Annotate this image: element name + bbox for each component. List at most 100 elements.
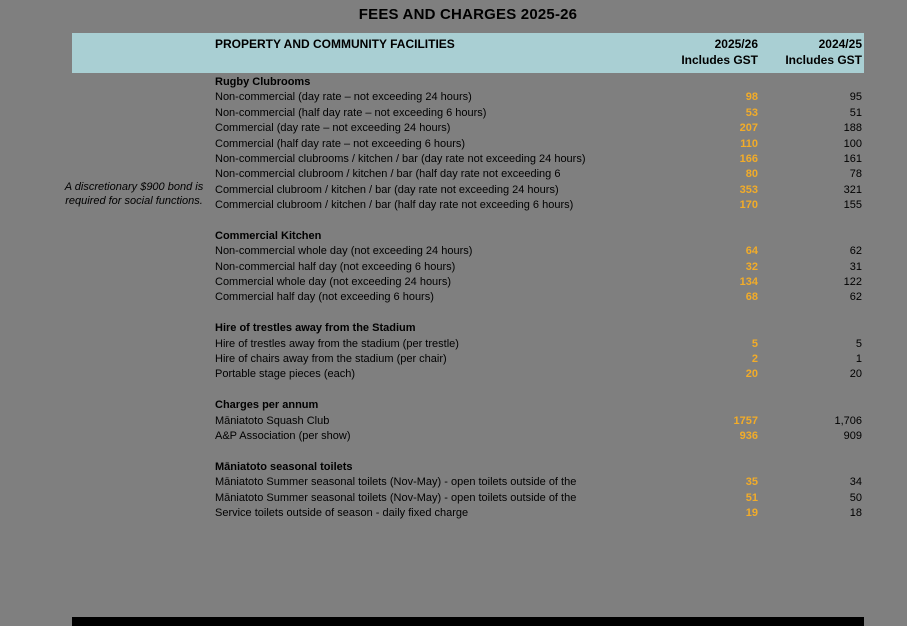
- fee-value-2024-25: 62: [849, 291, 862, 304]
- fee-value-2024-25: 95: [849, 91, 862, 104]
- fee-value-2025-26: 166: [739, 152, 758, 165]
- fee-label: Commercial half day (not exceeding 6 hou…: [215, 291, 434, 304]
- fee-value-2025-26: 353: [739, 183, 758, 196]
- fee-value-2024-25: 5: [855, 337, 862, 350]
- fee-label: Non-commercial half day (not exceeding 6…: [215, 260, 456, 273]
- fee-row: Non-commercial (half day rate – not exce…: [72, 106, 864, 121]
- fee-row: Hire of chairs away from the stadium (pe…: [72, 352, 864, 367]
- fee-value-2024-25: 34: [849, 476, 862, 489]
- fee-row: Portable stage pieces (each) 20 20: [72, 367, 864, 382]
- fee-value-2025-26: 134: [739, 276, 758, 289]
- fee-value-2025-26: 64: [745, 245, 758, 258]
- page-title: FEES AND CHARGES 2025-26: [358, 6, 578, 23]
- fee-label: Māniatoto Squash Club: [215, 414, 330, 427]
- bottom-bar: [72, 617, 864, 626]
- fee-label: Māniatoto Summer seasonal toilets (Nov-M…: [215, 476, 577, 489]
- fee-value-2025-26: 207: [739, 122, 758, 135]
- fee-value-2024-25: 50: [849, 491, 862, 504]
- fee-label: Hire of trestles away from the stadium (…: [215, 337, 459, 350]
- fee-label: A&P Association (per show): [215, 429, 351, 442]
- fee-row: Non-commercial whole day (not exceeding …: [72, 244, 864, 259]
- fee-label: Commercial whole day (not exceeding 24 h…: [215, 276, 452, 289]
- fee-value-2024-25: 31: [849, 260, 862, 273]
- fee-value-2025-26: 68: [745, 291, 758, 304]
- section-heading-label: Rugby Clubrooms: [215, 76, 311, 88]
- fee-value-2025-26: 19: [745, 506, 758, 519]
- fee-value-2024-25: 1: [855, 353, 862, 366]
- column-header-gst-2025-26: Includes GST: [681, 53, 758, 67]
- fee-value-2025-26: 80: [745, 168, 758, 181]
- fee-label: Non-commercial (day rate – not exceeding…: [215, 91, 472, 104]
- fee-label: Portable stage pieces (each): [215, 368, 356, 381]
- section-heading-row: Hire of trestles away from the Stadium: [72, 321, 864, 336]
- fee-row: Non-commercial half day (not exceeding 6…: [72, 260, 864, 275]
- fee-row: Commercial whole day (not exceeding 24 h…: [72, 275, 864, 290]
- fee-value-2024-25: 100: [843, 137, 862, 150]
- fee-value-2024-25: 18: [849, 506, 862, 519]
- fee-row: Commercial clubroom / kitchen / bar (hal…: [72, 198, 864, 213]
- fee-row: Non-commercial clubrooms / kitchen / bar…: [72, 152, 864, 167]
- fee-value-2025-26: 5: [751, 337, 758, 350]
- fee-row: Commercial clubroom / kitchen / bar (day…: [72, 183, 864, 198]
- fee-row: Commercial (half day rate – not exceedin…: [72, 137, 864, 152]
- fee-value-2025-26: 110: [740, 137, 758, 150]
- fee-value-2025-26: 20: [745, 368, 758, 381]
- fee-row: Service toilets outside of season - dail…: [72, 506, 864, 521]
- section-heading-label: Hire of trestles away from the Stadium: [215, 322, 416, 335]
- fee-row: A&P Association (per show) 936 909: [72, 429, 864, 444]
- fee-value-2024-25: 20: [849, 368, 862, 381]
- section-heading-row: Commercial Kitchen: [72, 229, 864, 244]
- fee-value-2025-26: 936: [739, 429, 758, 442]
- fee-label: Commercial (day rate – not exceeding 24 …: [215, 122, 451, 135]
- fee-value-2024-25: 321: [843, 183, 862, 196]
- section-heading-row: Rugby Clubrooms: [72, 75, 864, 90]
- fee-label: Non-commercial whole day (not exceeding …: [215, 245, 473, 258]
- fee-value-2025-26: 98: [745, 91, 758, 104]
- fee-value-2025-26: 53: [745, 106, 758, 119]
- fee-value-2025-26: 1757: [733, 414, 758, 427]
- fee-value-2024-25: 122: [843, 276, 862, 289]
- fee-value-2024-25: 78: [849, 168, 862, 181]
- fee-row: Commercial (day rate – not exceeding 24 …: [72, 121, 864, 136]
- fee-row: Non-commercial (day rate – not exceeding…: [72, 90, 864, 105]
- column-header-2024-25: 2024/25 Includes GST: [758, 36, 864, 68]
- column-header-gst-2024-25: Includes GST: [785, 53, 862, 67]
- fee-label: Commercial (half day rate – not exceedin…: [215, 137, 466, 150]
- fee-label: Commercial clubroom / kitchen / bar (hal…: [215, 199, 574, 212]
- fee-value-2024-25: 1,706: [834, 414, 862, 427]
- fee-row: Non-commercial clubroom / kitchen / bar …: [72, 167, 864, 182]
- column-header-year-2025-26: 2025/26: [714, 37, 758, 51]
- fee-label: Non-commercial clubroom / kitchen / bar …: [215, 168, 561, 181]
- column-header-year-2024-25: 2024/25: [818, 37, 862, 51]
- bond-note: A discretionary $900 bond is required fo…: [64, 181, 204, 207]
- fee-row: Māniatoto Summer seasonal toilets (Nov-M…: [72, 491, 864, 506]
- table-header-band: PROPERTY AND COMMUNITY FACILITIES 2025/2…: [72, 33, 864, 73]
- section-heading-label: Commercial Kitchen: [215, 229, 322, 242]
- fee-value-2025-26: 32: [745, 260, 758, 273]
- fee-label: Non-commercial clubrooms / kitchen / bar…: [215, 152, 586, 165]
- fee-value-2024-25: 909: [843, 429, 862, 442]
- fee-value-2024-25: 188: [843, 122, 862, 135]
- section-heading-row: Charges per annum: [72, 398, 864, 413]
- section-heading-label: Māniatoto seasonal toilets: [215, 460, 353, 473]
- column-header-2025-26: 2025/26 Includes GST: [608, 36, 758, 68]
- section-heading-label: Charges per annum: [215, 399, 319, 412]
- fee-label: Hire of chairs away from the stadium (pe…: [215, 353, 447, 366]
- fee-row: Māniatoto Summer seasonal toilets (Nov-M…: [72, 475, 864, 490]
- fee-value-2025-26: 51: [745, 491, 758, 504]
- section-heading-row: Māniatoto seasonal toilets: [72, 460, 864, 475]
- fee-label: Māniatoto Summer seasonal toilets (Nov-M…: [215, 491, 577, 504]
- fee-label: Commercial clubroom / kitchen / bar (day…: [215, 183, 559, 196]
- fee-value-2025-26: 35: [745, 476, 758, 489]
- fee-row: Hire of trestles away from the stadium (…: [72, 337, 864, 352]
- fee-label: Service toilets outside of season - dail…: [215, 506, 469, 519]
- fee-value-2024-25: 51: [849, 106, 862, 119]
- table-section-title: PROPERTY AND COMMUNITY FACILITIES: [215, 37, 455, 51]
- fee-value-2024-25: 62: [849, 245, 862, 258]
